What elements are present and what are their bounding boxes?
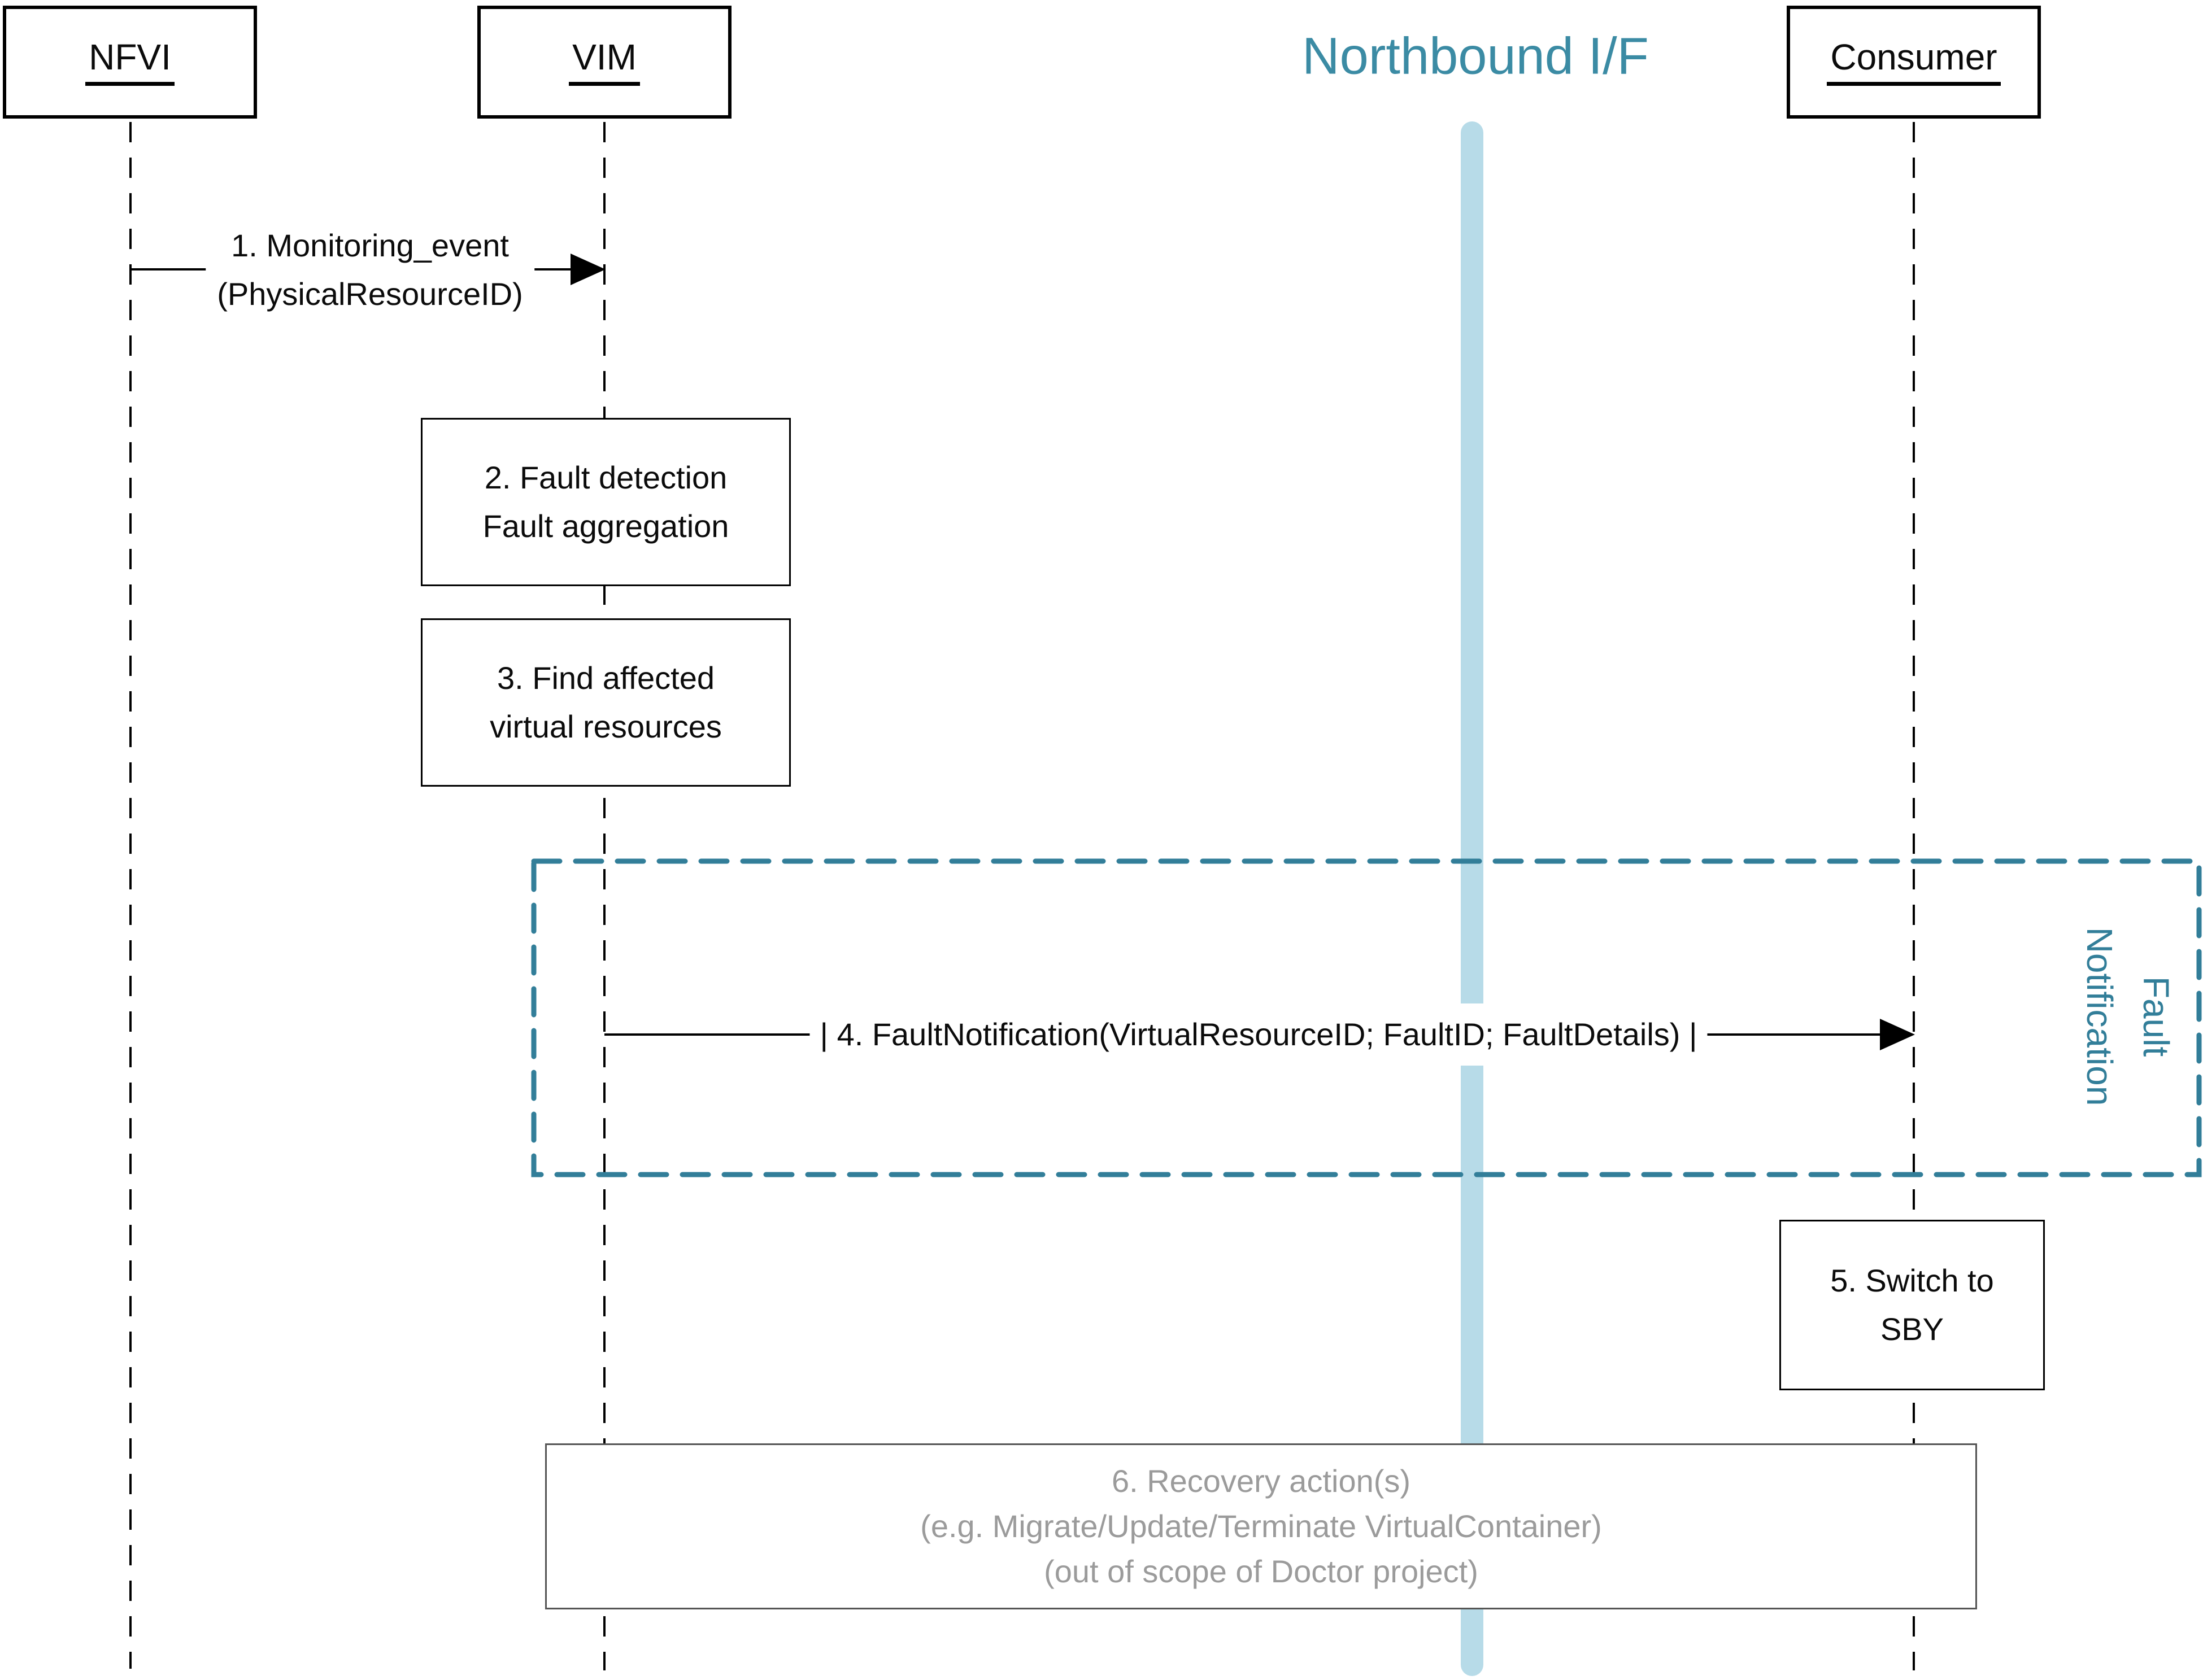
step-fault-detection-line1: 2. Fault detection <box>484 460 728 495</box>
monitoring-event-label: 1. Monitoring_event (PhysicalResourceID) <box>206 216 534 324</box>
actor-label-vim: VIM <box>569 38 640 86</box>
fault-notification-frame-border <box>531 858 2202 1177</box>
step-fault-detection-box: 2. Fault detection Fault aggregation <box>421 418 791 586</box>
step-recovery-line3: (out of scope of Doctor project) <box>1044 1554 1478 1589</box>
step-switch-to-sby-line1: 5. Switch to <box>1830 1263 1994 1298</box>
fault-notification-arrowhead <box>1880 1019 1915 1050</box>
actor-box-consumer: Consumer <box>1787 6 2041 119</box>
step-find-affected-line1: 3. Find affected <box>497 660 715 696</box>
northbound-if-title: Northbound I/F <box>1302 27 1649 85</box>
step-switch-to-sby-box: 5. Switch to SBY <box>1779 1220 2045 1390</box>
step-fault-detection-line2: Fault aggregation <box>482 508 729 544</box>
actor-box-nfvi: NFVI <box>3 6 257 119</box>
fault-notification-frame-label-line1: Fault <box>2136 976 2176 1057</box>
step-recovery-line2: (e.g. Migrate/Update/Terminate VirtualCo… <box>920 1508 1602 1544</box>
actor-label-nfvi: NFVI <box>85 38 175 86</box>
step-find-affected-line2: virtual resources <box>490 709 722 744</box>
monitoring-event-arrowhead <box>571 254 606 285</box>
fault-notification-frame-label: Fault Notification <box>2071 927 2184 1106</box>
step-recovery-line1: 6. Recovery action(s) <box>1111 1463 1411 1499</box>
fault-notification-label: | 4. FaultNotification(VirtualResourceID… <box>809 1003 1708 1066</box>
monitoring-event-label-line1: 1. Monitoring_event <box>231 228 509 263</box>
fault-notification-frame-label-line2: Notification <box>2079 927 2120 1106</box>
monitoring-event-label-line2: (PhysicalResourceID) <box>217 276 523 312</box>
actor-label-consumer: Consumer <box>1827 38 2001 86</box>
step-find-affected-box: 3. Find affected virtual resources <box>421 618 791 787</box>
step-recovery-box: 6. Recovery action(s) (e.g. Migrate/Upda… <box>545 1443 1977 1609</box>
actor-box-vim: VIM <box>477 6 732 119</box>
northbound-if-bar <box>1461 121 1483 1676</box>
step-switch-to-sby-line2: SBY <box>1880 1311 1944 1347</box>
